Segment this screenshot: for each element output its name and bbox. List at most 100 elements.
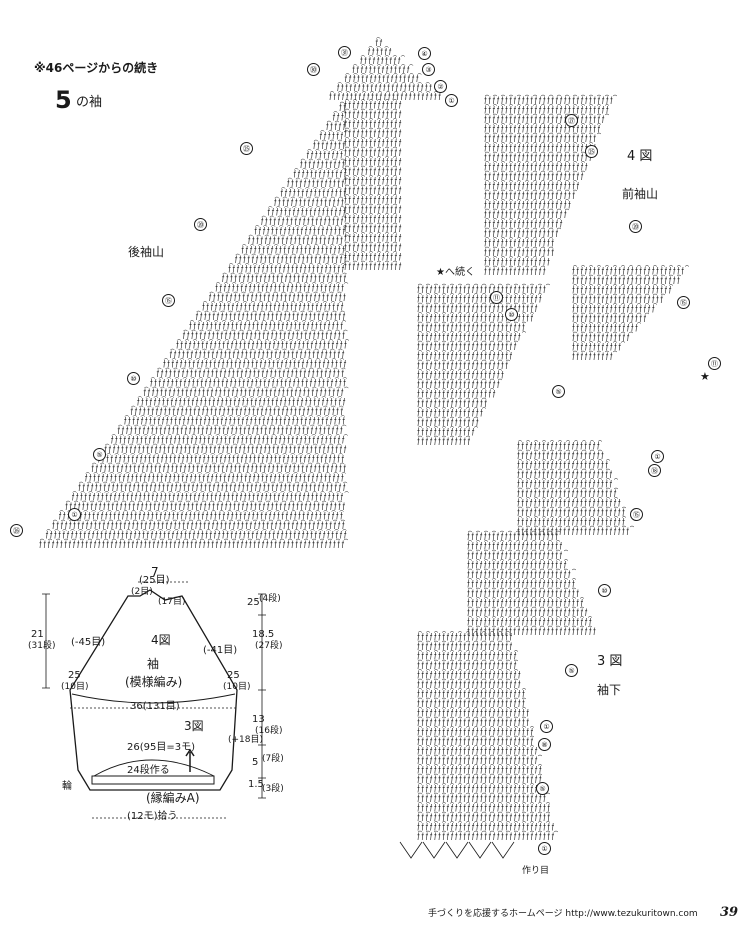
chain-row [344, 232, 398, 234]
stitch-row [417, 342, 517, 351]
chain-row [517, 468, 611, 471]
chain-row [484, 113, 610, 116]
chain-row [344, 213, 398, 215]
chain-row [417, 659, 519, 662]
footer-text: 手づくりを応援するホームページ http://www.tezukuritown.… [428, 909, 698, 919]
chain-row [344, 222, 398, 225]
chain-row [572, 322, 642, 324]
row-marker-front: ㉕ [585, 145, 598, 158]
stitch-row [484, 143, 596, 152]
chain-row [417, 378, 503, 381]
stitch-row [417, 832, 554, 841]
stitch-row [417, 361, 508, 370]
chain-row [417, 435, 471, 438]
stitch-row [300, 160, 345, 169]
schem-r-13: 13 [252, 714, 265, 725]
stitch-row [344, 157, 402, 166]
schem-top-right-rows: (17目) [158, 597, 186, 607]
schem-top-width: 7 [151, 565, 159, 579]
chain-row [572, 312, 650, 315]
chain-row [417, 783, 543, 785]
stitch-row [326, 122, 346, 131]
chain-row [344, 251, 398, 253]
row-marker-back: ⑳ [194, 218, 207, 231]
chain-row [417, 331, 527, 333]
stitch-row [417, 651, 517, 660]
stitch-row [417, 399, 487, 408]
stitch-marks: ★ [39, 37, 710, 859]
stitch-row [417, 813, 550, 822]
chain-row [78, 481, 348, 484]
schem-r-25-sub: (4段) [259, 594, 281, 604]
chain-row [344, 146, 398, 149]
chain-row [144, 386, 349, 389]
join-note: ★へ続く [436, 267, 475, 278]
row-marker-front: ㉗ [565, 114, 578, 127]
front-taper-stitches [572, 265, 690, 361]
stitch-row [39, 540, 344, 549]
chain-row [417, 397, 487, 400]
page-number: 39 [720, 905, 739, 920]
stitch-row [467, 608, 588, 617]
stitch-row [517, 441, 600, 450]
schem-side-left-sub: (10目) [61, 682, 89, 692]
stitch-row [202, 302, 344, 311]
stitch-row [417, 418, 479, 427]
stitch-row [484, 248, 554, 257]
row-marker-upper_under: ① [651, 450, 664, 463]
stitch-row [235, 255, 347, 264]
row-marker-upper_under: ⑱ [648, 464, 661, 477]
stitch-row [417, 661, 517, 670]
chain-row [517, 459, 611, 461]
stitch-row [417, 670, 521, 679]
chain-row [105, 443, 342, 446]
stitch-row [163, 359, 347, 368]
stitch-row [484, 191, 575, 200]
stitch-row [417, 642, 512, 651]
stitch-row [417, 380, 500, 389]
stitch-row [484, 105, 609, 114]
row-marker-upper_under: ⑮ [630, 508, 643, 521]
stitch-row [572, 323, 638, 332]
chain-row [484, 151, 594, 154]
stitch-row [287, 179, 344, 188]
row-marker-lower_under: ⑤ [536, 782, 549, 795]
front-block-stitches [484, 94, 618, 276]
chain-row [85, 472, 346, 474]
chain-row [196, 310, 345, 313]
stitch-row [484, 124, 600, 133]
schem-dec-left: (-45目) [71, 637, 106, 648]
row-marker-front: ② [434, 80, 447, 93]
row-marker-upper_under: ⑩ [505, 308, 518, 321]
chain-row [281, 187, 342, 189]
chain-row [467, 597, 585, 599]
stitch-row [417, 323, 525, 332]
stitch-row [85, 473, 344, 482]
chain-row [467, 616, 593, 618]
chain-row [368, 46, 389, 48]
stitch-row [344, 252, 402, 261]
stitch-row [329, 92, 441, 101]
chain-row [91, 462, 345, 465]
row-marker-upper_under: ⑩ [598, 584, 611, 597]
stitch-row [254, 226, 345, 235]
stitch-row [484, 257, 550, 266]
chain-row [157, 367, 346, 370]
chain-row [417, 640, 511, 643]
row-marker-front: ⑮ [677, 296, 690, 309]
stitch-row [417, 756, 538, 765]
stitch-row [228, 264, 345, 273]
chain-row [467, 587, 577, 590]
chain-row [417, 407, 487, 409]
chain-row [417, 302, 535, 305]
row-marker-back: ⑩ [127, 372, 140, 385]
stitch-row [484, 267, 546, 276]
chain-row [98, 453, 343, 455]
row-marker-back: ⑮ [162, 294, 175, 307]
stitch-row [417, 351, 512, 360]
stitch-row [344, 100, 402, 109]
chain-row [255, 225, 348, 227]
stitch-row [484, 162, 588, 171]
chain-row [417, 802, 551, 804]
chain-row [376, 37, 381, 39]
